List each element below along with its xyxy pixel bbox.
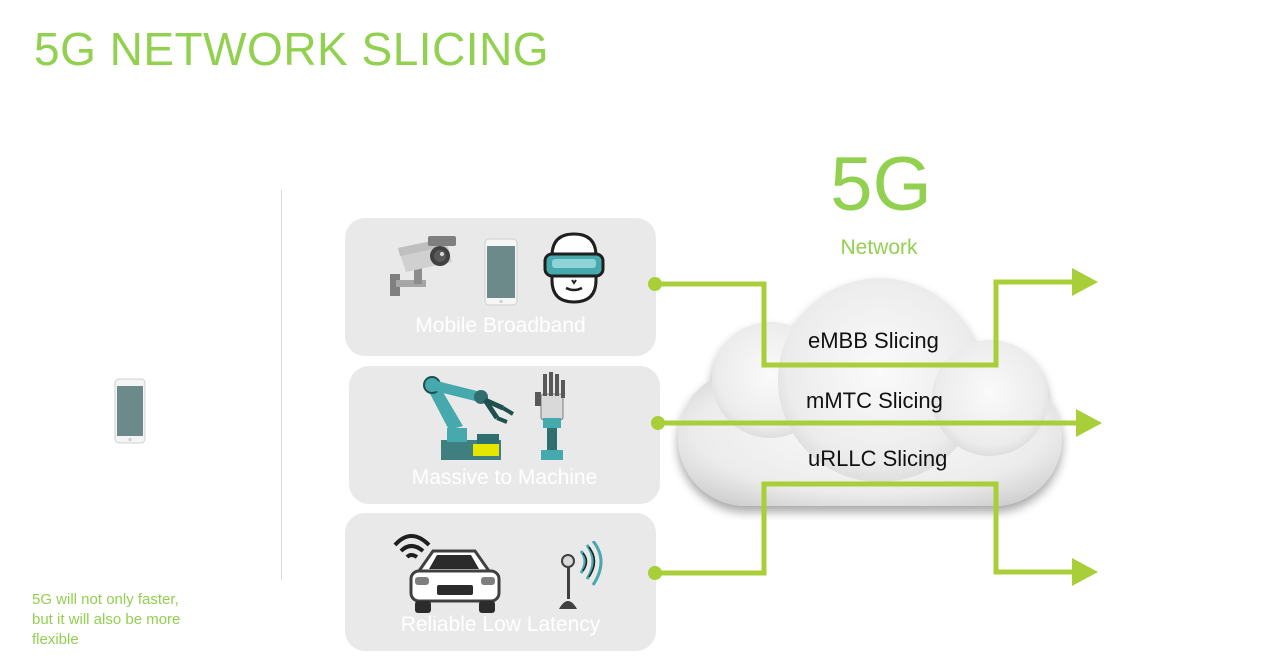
panel-label: Mobile Broadband: [415, 314, 586, 337]
vr-headset-icon: [543, 232, 605, 304]
connected-car-icon: [393, 534, 501, 613]
embb-connector-dot: [648, 277, 662, 291]
urllc-connector-line: [655, 481, 1078, 576]
panel-massive-to-machine: Massive to Machine: [349, 366, 660, 504]
panel-label: Reliable Low Latency: [400, 613, 601, 636]
mmtc-connector-dot: [651, 416, 665, 430]
wireless-sensor-icon: [559, 541, 603, 609]
page-title: 5G NETWORK SLICING: [34, 23, 550, 75]
network-label: Network: [840, 236, 918, 259]
smartphone-icon: [484, 238, 518, 306]
slice-label-embb: eMBB Slicing: [808, 328, 939, 353]
slice-label-urllc: uRLLC Slicing: [808, 446, 948, 471]
panel-reliable-low-latency: Reliable Low Latency: [345, 513, 656, 651]
robot-arm-icon: [423, 376, 515, 460]
cloud-icon: [678, 278, 1062, 506]
vertical-divider: [281, 190, 282, 580]
slice-label-mmtc: mMTC Slicing: [806, 388, 943, 413]
panel-mobile-broadband: Mobile Broadband: [345, 218, 656, 356]
network-heading: 5G: [830, 142, 932, 227]
cctv-camera-icon: [390, 236, 456, 296]
embb-arrow-head: [1072, 268, 1098, 296]
footnote: 5G will not only faster, but it will als…: [32, 590, 232, 650]
footnote-line: 5G will not only faster,: [32, 591, 179, 608]
smartphone-icon: [114, 378, 146, 444]
embb-connector-line: [655, 279, 1078, 368]
urllc-arrow-head: [1072, 558, 1098, 586]
footnote-line: flexible: [32, 631, 79, 648]
panel-label: Massive to Machine: [411, 466, 598, 489]
mmtc-arrow-head: [1076, 409, 1102, 437]
urllc-connector-dot: [648, 566, 662, 580]
robot-hand-icon: [535, 372, 565, 460]
footnote-line: but it will also be more: [32, 611, 181, 628]
